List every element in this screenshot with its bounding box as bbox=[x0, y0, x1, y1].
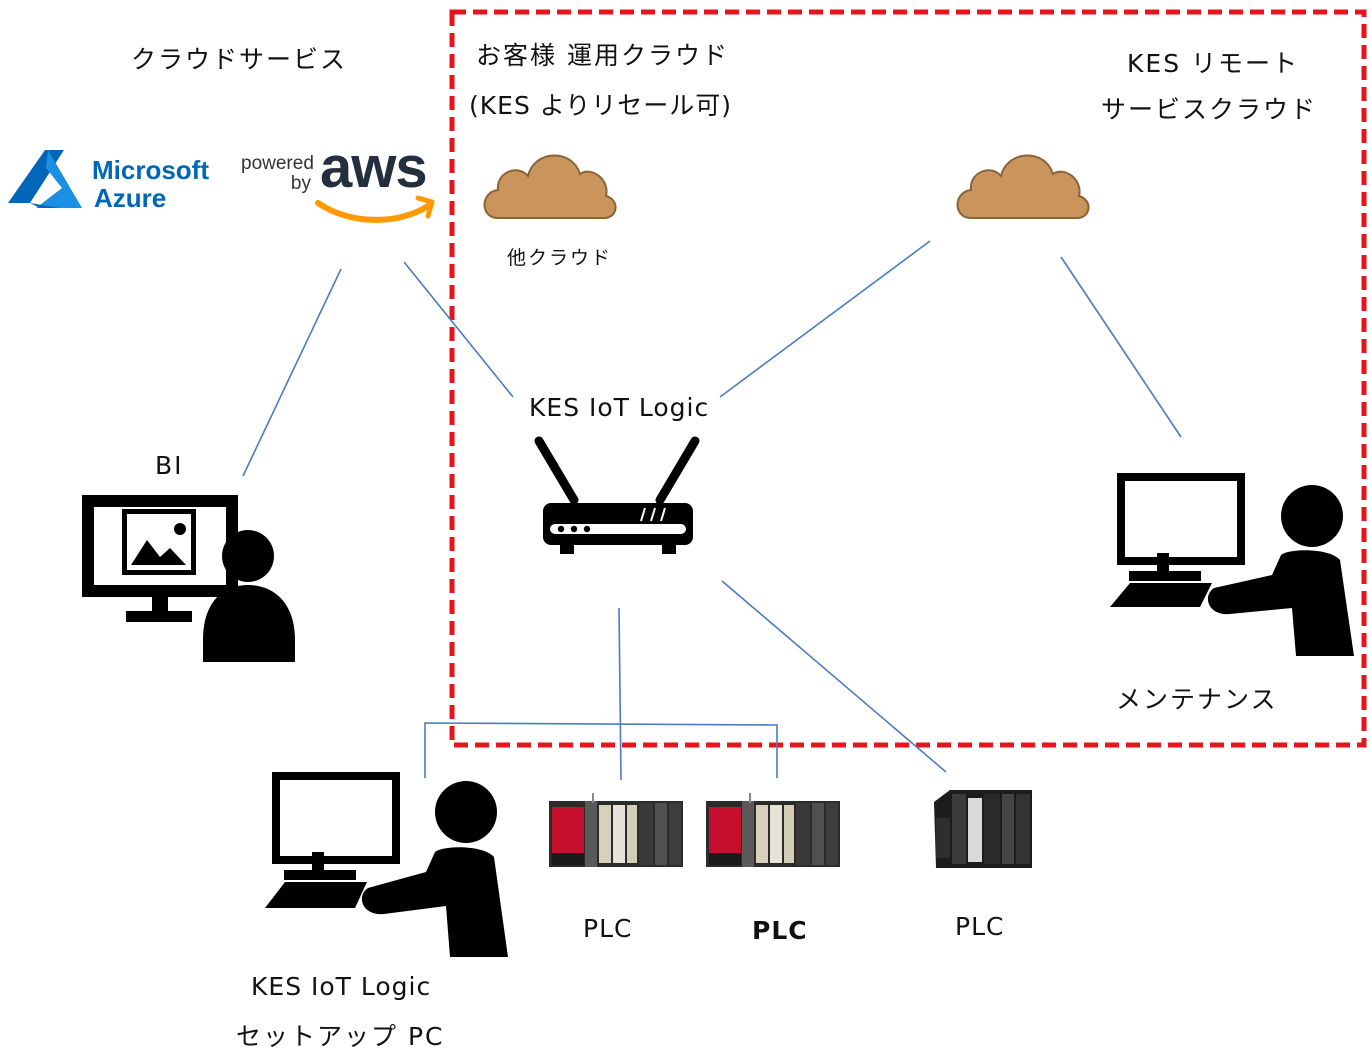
customer-cloud-title: お客様 運用クラウド bbox=[476, 41, 729, 70]
kes-iot-logic-label: KES IoT Logic bbox=[529, 393, 710, 422]
cloud-services-label: クラウドサービス bbox=[131, 45, 348, 74]
microsoft-azure-wordmark: Microsoft Azure bbox=[92, 156, 209, 212]
connector-kes-cloud-maintenance bbox=[1060, 256, 1182, 438]
maintenance-label: メンテナンス bbox=[1116, 685, 1278, 714]
connector-setup-pc-plc2 bbox=[424, 722, 778, 778]
azure-text: Azure bbox=[94, 183, 167, 213]
plc-label: PLC bbox=[583, 914, 633, 943]
connector-cloud-bi bbox=[242, 268, 342, 477]
connector-router-plc1 bbox=[618, 607, 622, 781]
router-icon bbox=[534, 436, 700, 554]
setup-pc-user-icon bbox=[265, 772, 508, 957]
cloud-icon bbox=[483, 154, 617, 219]
customer-cloud-subtitle: (KES よりリセール可) bbox=[469, 91, 733, 120]
kes-remote-subtitle: サービスクラウド bbox=[1101, 95, 1318, 124]
plc-icon bbox=[934, 790, 1032, 868]
plc-icon bbox=[706, 793, 840, 867]
connector-kes-cloud-router bbox=[719, 240, 931, 398]
connector-cloud-router bbox=[403, 261, 514, 398]
other-cloud-label: 他クラウド bbox=[507, 247, 613, 269]
connector-lines bbox=[242, 240, 1182, 781]
customer-cloud-boundary bbox=[449, 9, 1367, 748]
microsoft-text: Microsoft bbox=[92, 155, 209, 185]
aws-wordmark: aws bbox=[320, 135, 428, 200]
aws-powered-text: powered bbox=[241, 153, 314, 174]
setup-pc-label-line2: セットアップ PC bbox=[236, 1022, 445, 1051]
cloud-icon bbox=[956, 154, 1090, 219]
bi-label: BI bbox=[155, 451, 184, 480]
aws-logo-icon bbox=[315, 195, 435, 223]
bi-user-icon bbox=[82, 495, 295, 662]
aws-by-text: by bbox=[290, 173, 311, 194]
aws-powered-by: powered by bbox=[241, 153, 314, 194]
azure-logo-icon bbox=[8, 150, 82, 208]
maintenance-user-icon bbox=[1110, 473, 1354, 656]
setup-pc-label-line1: KES IoT Logic bbox=[251, 972, 432, 1001]
plc-label: PLC bbox=[752, 916, 808, 945]
plc-icon bbox=[549, 793, 683, 867]
kes-remote-title: KES リモート bbox=[1127, 49, 1300, 78]
plc-label: PLC bbox=[955, 912, 1005, 941]
connector-router-plc3 bbox=[721, 580, 947, 773]
